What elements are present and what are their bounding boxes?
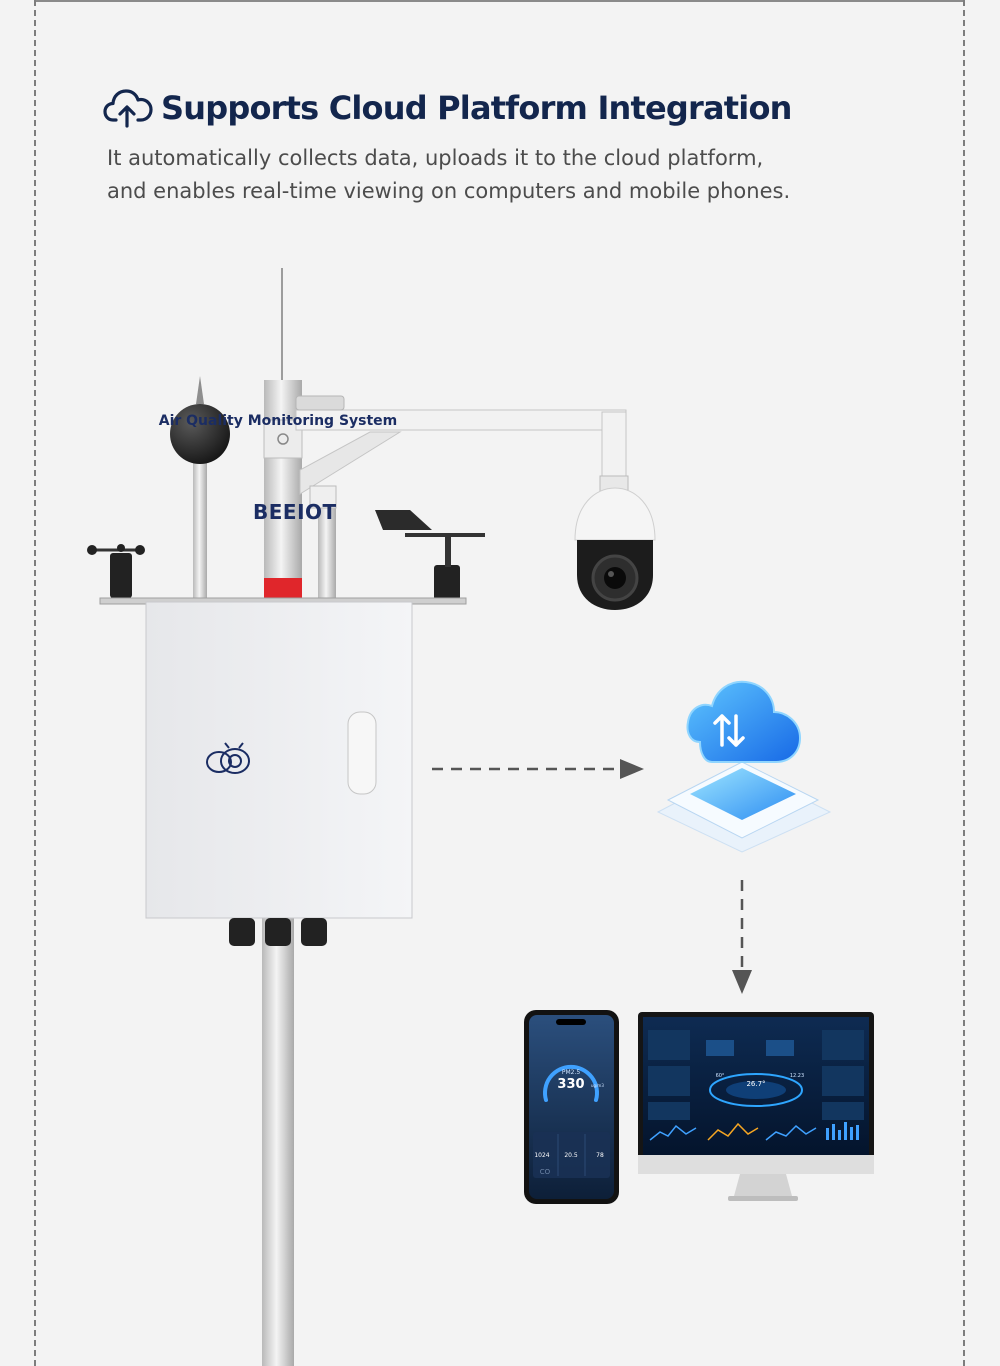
frame-right-border	[963, 0, 965, 1366]
beeiot-logo-icon	[206, 742, 250, 774]
monitoring-enclosure	[145, 601, 413, 946]
cloud-transfer-icon	[656, 680, 832, 853]
mobile-phone	[524, 1010, 619, 1204]
cloud-upload-icon	[103, 89, 153, 128]
ptz-camera	[574, 475, 656, 610]
title-row: Supports Cloud Platform Integration	[103, 86, 823, 130]
phone-pm-unit: ug/m3	[591, 1083, 604, 1088]
phone-pm-label: PM2.5	[562, 1069, 581, 1076]
noise-sensor	[170, 376, 230, 600]
enclosure-label: Air Quality Monitoring System	[158, 413, 398, 429]
wind-vane	[375, 510, 485, 600]
monitor-left-value: 60°	[716, 1073, 725, 1079]
phone-stat-1: 1024	[534, 1152, 549, 1159]
camera-arm	[295, 395, 627, 495]
page-description: It automatically collects data, uploads …	[107, 146, 791, 203]
sensor-mast	[263, 380, 303, 598]
upload-flow-arrow	[432, 759, 644, 779]
header-section: Supports Cloud Platform Integration It a…	[103, 86, 823, 208]
page-title: Supports Cloud Platform Integration	[161, 89, 792, 127]
frame-left-border	[34, 0, 36, 1366]
illustration-scene: PM2.5 330 ug/m3 1024 20.5 78 CO 26.7° 60…	[87, 268, 874, 1366]
phone-pm-value: 330	[557, 1077, 584, 1092]
monitor-center-value: 26.7°	[746, 1080, 765, 1088]
small-sensor-pole	[309, 485, 337, 598]
phone-stat-3: 78	[596, 1152, 604, 1159]
frame-top-border	[34, 0, 965, 2]
desktop-monitor	[638, 1012, 874, 1201]
phone-stat-2: 20.5	[564, 1152, 578, 1159]
anemometer	[87, 544, 145, 598]
phone-co-label: CO	[540, 1168, 551, 1176]
mounting-pole	[262, 900, 294, 1366]
download-flow-arrow	[732, 880, 752, 994]
monitor-right-value: 12.23	[790, 1073, 804, 1079]
brand-name: BEEIOT	[253, 500, 337, 524]
